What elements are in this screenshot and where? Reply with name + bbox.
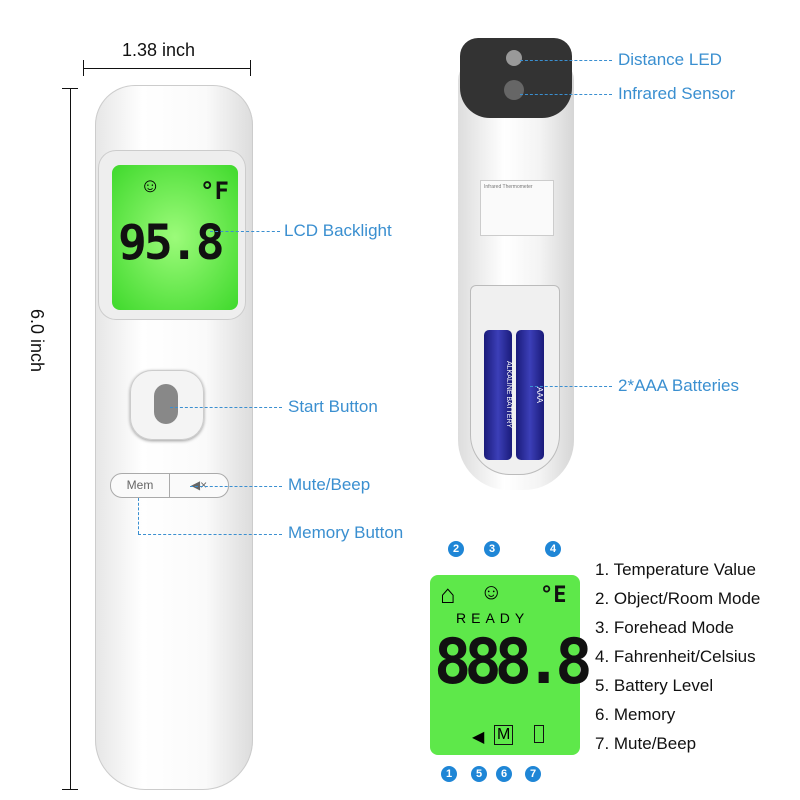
battery-text: ALKALINE BATTERY xyxy=(505,361,512,429)
thermometer-icon xyxy=(154,384,178,424)
height-label: 6.0 inch xyxy=(27,308,48,373)
width-label: 1.38 inch xyxy=(122,40,196,60)
legend-item: 6. Memory xyxy=(595,705,676,724)
front-lcd: ☺ °F 95.8 xyxy=(112,165,238,310)
head-icon: ☺ xyxy=(140,175,161,197)
sensor-head xyxy=(460,38,572,118)
marker-5: 5 xyxy=(471,766,487,782)
width-dimension-line xyxy=(83,68,251,69)
unit-symbol: °E xyxy=(540,583,567,608)
lcd-backlight-label: LCD Backlight xyxy=(284,221,392,240)
legend-item: 2. Object/Room Mode xyxy=(595,589,761,608)
start-button[interactable] xyxy=(130,370,204,440)
marker-4: 4 xyxy=(545,541,561,557)
legend-item: 5. Battery Level xyxy=(595,676,714,695)
led-callout-line xyxy=(520,60,612,61)
ready-text: READY xyxy=(456,610,530,626)
label-sticker: Infrared Thermometer xyxy=(480,180,554,236)
unit-display: °F xyxy=(200,177,229,205)
start-callout-line xyxy=(170,407,282,408)
mute-callout-line xyxy=(190,486,282,487)
memory-callout-vline xyxy=(138,498,139,534)
distance-led-icon xyxy=(506,50,522,66)
memory-button-label: Memory Button xyxy=(288,523,404,542)
marker-7: 7 xyxy=(525,766,541,782)
width-tick-left xyxy=(83,60,84,76)
marker-6: 6 xyxy=(496,766,512,782)
memory-icon: M xyxy=(494,725,514,745)
battery-1: ALKALINE BATTERY xyxy=(484,330,512,460)
thermometer-front: ☺ °F 95.8 Mem ◀× xyxy=(95,85,253,790)
speaker-icon: ◀ xyxy=(472,729,485,746)
legend-item: 4. Fahrenheit/Celsius xyxy=(595,647,756,666)
legend-item: 1. Temperature Value xyxy=(595,560,756,579)
marker-2: 2 xyxy=(448,541,464,557)
mem-label: Mem xyxy=(126,478,154,492)
infrared-sensor-label: Infrared Sensor xyxy=(618,84,736,103)
marker-3: 3 xyxy=(484,541,500,557)
label-title: Infrared Thermometer xyxy=(484,184,533,190)
lcd-diagram: ⌂ ☺ °E READY 888.8 ◀ M xyxy=(430,575,593,755)
legend-item: 7. Mute/Beep xyxy=(595,734,697,753)
battery-size-text: AAA xyxy=(535,386,544,403)
height-tick-top xyxy=(62,88,78,89)
start-button-label: Start Button xyxy=(288,397,378,416)
height-dimension-line xyxy=(70,88,71,790)
marker-1: 1 xyxy=(441,766,457,782)
height-tick-bottom xyxy=(62,789,78,790)
digits-display: 888.8 xyxy=(434,625,593,698)
legend-item: 3. Forehead Mode xyxy=(595,618,734,637)
batteries-label: 2*AAA Batteries xyxy=(618,376,739,395)
distance-led-label: Distance LED xyxy=(618,50,722,69)
infrared-sensor-icon xyxy=(504,80,524,100)
home-icon: ⌂ xyxy=(440,579,456,609)
width-tick-right xyxy=(250,60,251,76)
memory-callout-line xyxy=(138,534,282,535)
mute-beep-label: Mute/Beep xyxy=(288,475,371,494)
thermometer-back: Infrared Thermometer ALKALINE BATTERY AA… xyxy=(458,60,574,490)
lcd-callout-line xyxy=(210,231,280,232)
battery-icon xyxy=(534,725,544,743)
sensor-callout-line xyxy=(520,94,612,95)
head-icon: ☺ xyxy=(480,579,503,604)
speaker-mute-icon: ◀× xyxy=(190,478,208,492)
battery-compartment: ALKALINE BATTERY AAA xyxy=(470,285,560,475)
temperature-display: 95.8 xyxy=(118,215,225,271)
battery-2: AAA xyxy=(516,330,544,460)
battery-callout-line xyxy=(530,386,612,387)
mute-button[interactable]: ◀× xyxy=(169,473,229,498)
mem-button[interactable]: Mem xyxy=(110,473,170,498)
